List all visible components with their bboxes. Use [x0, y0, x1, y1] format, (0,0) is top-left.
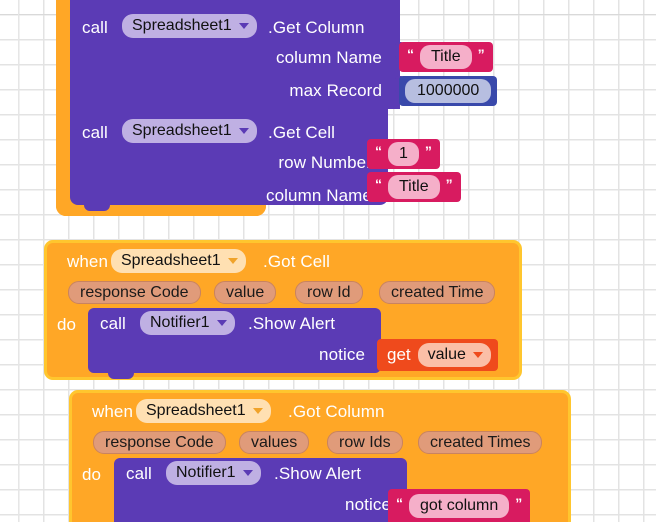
text-field-value[interactable]: got column	[409, 493, 510, 518]
component-dropdown-spreadsheet1[interactable]: Spreadsheet1	[122, 14, 257, 38]
param-chip-label: values	[251, 433, 298, 451]
arg-label-max-record: max Record	[289, 81, 382, 100]
component-dropdown-label-4: Notifier1	[176, 464, 236, 481]
get-variable-block-value[interactable]: get value	[377, 339, 498, 371]
param-chip-response-code-2[interactable]: response Code	[93, 431, 226, 454]
quote-close-icon: ”	[445, 176, 453, 192]
call-notifier1-show-alert-2[interactable]: call Notifier1 .Show Alert notice	[114, 458, 411, 522]
call-keyword-label-3: call	[100, 314, 126, 333]
quote-open-icon: “	[375, 176, 382, 192]
event-component-dropdown-spreadsheet1-2[interactable]: Spreadsheet1	[136, 399, 271, 423]
block-bottom-nub	[108, 372, 134, 379]
param-chip-label: row Ids	[339, 433, 391, 451]
chevron-down-icon	[238, 128, 249, 134]
call-keyword-label: call	[82, 18, 108, 37]
param-chip-created-time[interactable]: created Time	[379, 281, 496, 304]
when-keyword-label-2: when	[92, 402, 134, 421]
workspace-left-rule	[18, 0, 19, 522]
arg-label-notice-1: notice	[319, 345, 365, 364]
param-chip-label: response Code	[105, 433, 214, 451]
param-chip-label: created Times	[430, 433, 531, 451]
call-notifier1-show-alert-1[interactable]: call Notifier1 .Show Alert notice	[88, 308, 385, 379]
component-dropdown-notifier1-2[interactable]: Notifier1	[166, 461, 261, 485]
text-block-title-2[interactable]: “ Title ”	[367, 172, 461, 202]
quote-open-icon: “	[396, 494, 403, 511]
component-dropdown-label-2: Spreadsheet1	[132, 122, 232, 139]
component-dropdown-label: Spreadsheet1	[132, 17, 232, 34]
call-spreadsheet1-get-cell[interactable]: call Spreadsheet1 .Get Cell row Number c…	[70, 109, 392, 211]
chevron-down-icon	[252, 408, 263, 414]
variable-dropdown-label: value	[427, 346, 466, 363]
text-block-got-column[interactable]: “ got column ”	[388, 489, 531, 522]
event-block-got-cell[interactable]: when Spreadsheet1 .Got Cell response Cod…	[44, 240, 522, 380]
param-chip-label: row Id	[307, 283, 351, 301]
chevron-down-icon	[238, 23, 249, 29]
param-chip-label: created Time	[391, 283, 484, 301]
text-block-row-number[interactable]: “ 1 ”	[367, 139, 440, 169]
quote-open-icon: “	[407, 46, 414, 62]
component-dropdown-notifier1-1[interactable]: Notifier1	[140, 311, 235, 335]
variable-dropdown-value[interactable]: value	[417, 343, 491, 367]
quote-close-icon: ”	[515, 494, 523, 511]
text-block-title-1[interactable]: “ Title ”	[399, 42, 493, 72]
chevron-down-icon	[472, 352, 483, 358]
param-chip-created-times[interactable]: created Times	[418, 431, 543, 454]
param-chip-row-id[interactable]: row Id	[295, 281, 363, 304]
text-field-value[interactable]: Title	[420, 45, 472, 69]
event-block-got-column[interactable]: when Spreadsheet1 .Got Column response C…	[69, 390, 571, 522]
chevron-down-icon	[216, 320, 227, 326]
method-name-label-2: .Get Cell	[268, 123, 336, 142]
event-name-label: .Got Cell	[263, 252, 331, 271]
call-keyword-label-4: call	[126, 464, 152, 483]
call-keyword-label-2: call	[82, 123, 108, 142]
arg-label-row-number: row Number	[278, 153, 372, 172]
number-field-value[interactable]: 1000000	[405, 79, 492, 103]
param-chip-response-code[interactable]: response Code	[68, 281, 201, 304]
param-chip-row-ids[interactable]: row Ids	[327, 431, 403, 454]
event-component-dropdown-label-2: Spreadsheet1	[146, 402, 246, 419]
component-dropdown-spreadsheet1-2[interactable]: Spreadsheet1	[122, 119, 257, 143]
call-spreadsheet1-get-column[interactable]: call Spreadsheet1 .Get Column column Nam…	[70, 0, 404, 109]
quote-close-icon: ”	[477, 46, 485, 62]
param-chip-value[interactable]: value	[214, 281, 277, 304]
method-name-label-3: .Show Alert	[248, 314, 336, 333]
param-chip-values[interactable]: values	[239, 431, 310, 454]
event-name-label-2: .Got Column	[288, 402, 385, 421]
arg-label-column-name: column Name	[276, 48, 382, 67]
text-field-value[interactable]: Title	[388, 175, 440, 199]
number-block-max-record[interactable]: 1000000	[399, 76, 498, 106]
when-keyword-label: when	[67, 252, 109, 271]
component-dropdown-label-3: Notifier1	[150, 314, 210, 331]
event-component-dropdown-spreadsheet1[interactable]: Spreadsheet1	[111, 249, 246, 273]
param-chip-label: value	[226, 283, 265, 301]
chevron-down-icon	[227, 258, 238, 264]
method-name-label: .Get Column	[268, 18, 365, 37]
method-name-label-4: .Show Alert	[274, 464, 362, 483]
get-keyword-label: get	[387, 345, 411, 364]
do-keyword-label-2: do	[82, 465, 102, 484]
arg-label-notice-2: notice	[345, 495, 391, 514]
text-field-value[interactable]: 1	[388, 142, 419, 166]
event-component-dropdown-label: Spreadsheet1	[121, 252, 221, 269]
block-bottom-nub	[84, 204, 110, 211]
arg-label-column-name-2: column Name	[266, 186, 372, 205]
do-keyword-label: do	[57, 315, 77, 334]
quote-open-icon: “	[375, 143, 382, 159]
param-chip-label: response Code	[80, 283, 189, 301]
quote-close-icon: ”	[424, 143, 432, 159]
chevron-down-icon	[242, 470, 253, 476]
